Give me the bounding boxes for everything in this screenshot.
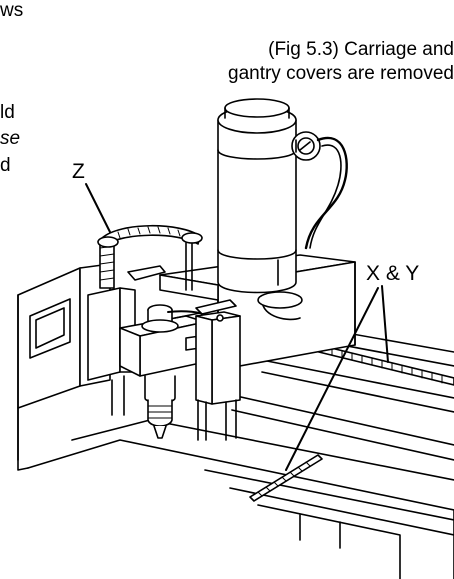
caption-line-1: (Fig 5.3) Carriage and: [268, 39, 454, 60]
leader-lines: [85, 183, 389, 471]
xy-axis-label: X & Y: [366, 262, 420, 285]
figure-caption: (Fig 5.3) Carriage and gantry covers are…: [228, 38, 454, 86]
motor-cable: [291, 131, 348, 250]
z-leader-line: [85, 183, 111, 233]
xy-leader-line-2: [285, 287, 379, 471]
z-lead-screw: [99, 239, 115, 289]
front-bracket: [195, 311, 241, 441]
cropped-text-fragment: d: [0, 155, 11, 176]
gantry-posts: [111, 261, 356, 416]
machine-bed: [27, 419, 454, 579]
cropped-text-fragment-italic: se: [0, 128, 21, 149]
spindle-chuck: [141, 304, 179, 439]
bed-lead-screw: [249, 454, 323, 502]
caption-line-2: gantry covers are removed: [228, 63, 454, 84]
cropped-text-fragment: ld: [0, 102, 15, 123]
z-belt-drive: [97, 224, 203, 291]
spindle-mount: [119, 309, 216, 377]
cropped-text-fragment: ws: [0, 0, 24, 21]
motor-housing: [217, 98, 297, 294]
xy-leader-line-1: [381, 285, 389, 363]
z-axis-label: Z: [72, 160, 85, 183]
